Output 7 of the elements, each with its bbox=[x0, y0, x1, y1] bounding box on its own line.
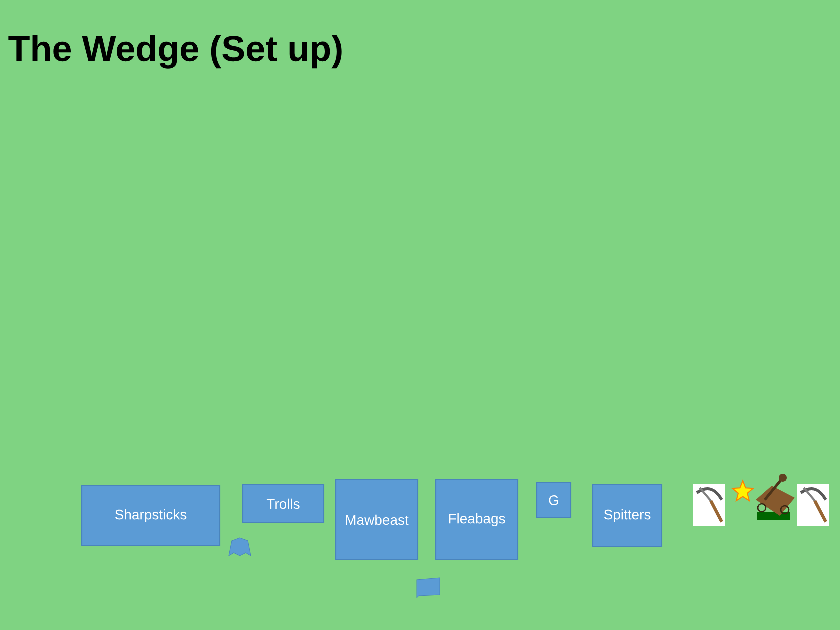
unit-box: Sharpsticks bbox=[81, 485, 221, 547]
unit-box: Spitters bbox=[592, 484, 663, 548]
unit-box: Trolls bbox=[242, 484, 325, 524]
unit-box: Mawbeast bbox=[335, 479, 419, 561]
slide-title: The Wedge (Set up) bbox=[8, 35, 342, 69]
unit-box: G bbox=[536, 482, 572, 519]
unit-box: Fleabags bbox=[435, 479, 519, 561]
